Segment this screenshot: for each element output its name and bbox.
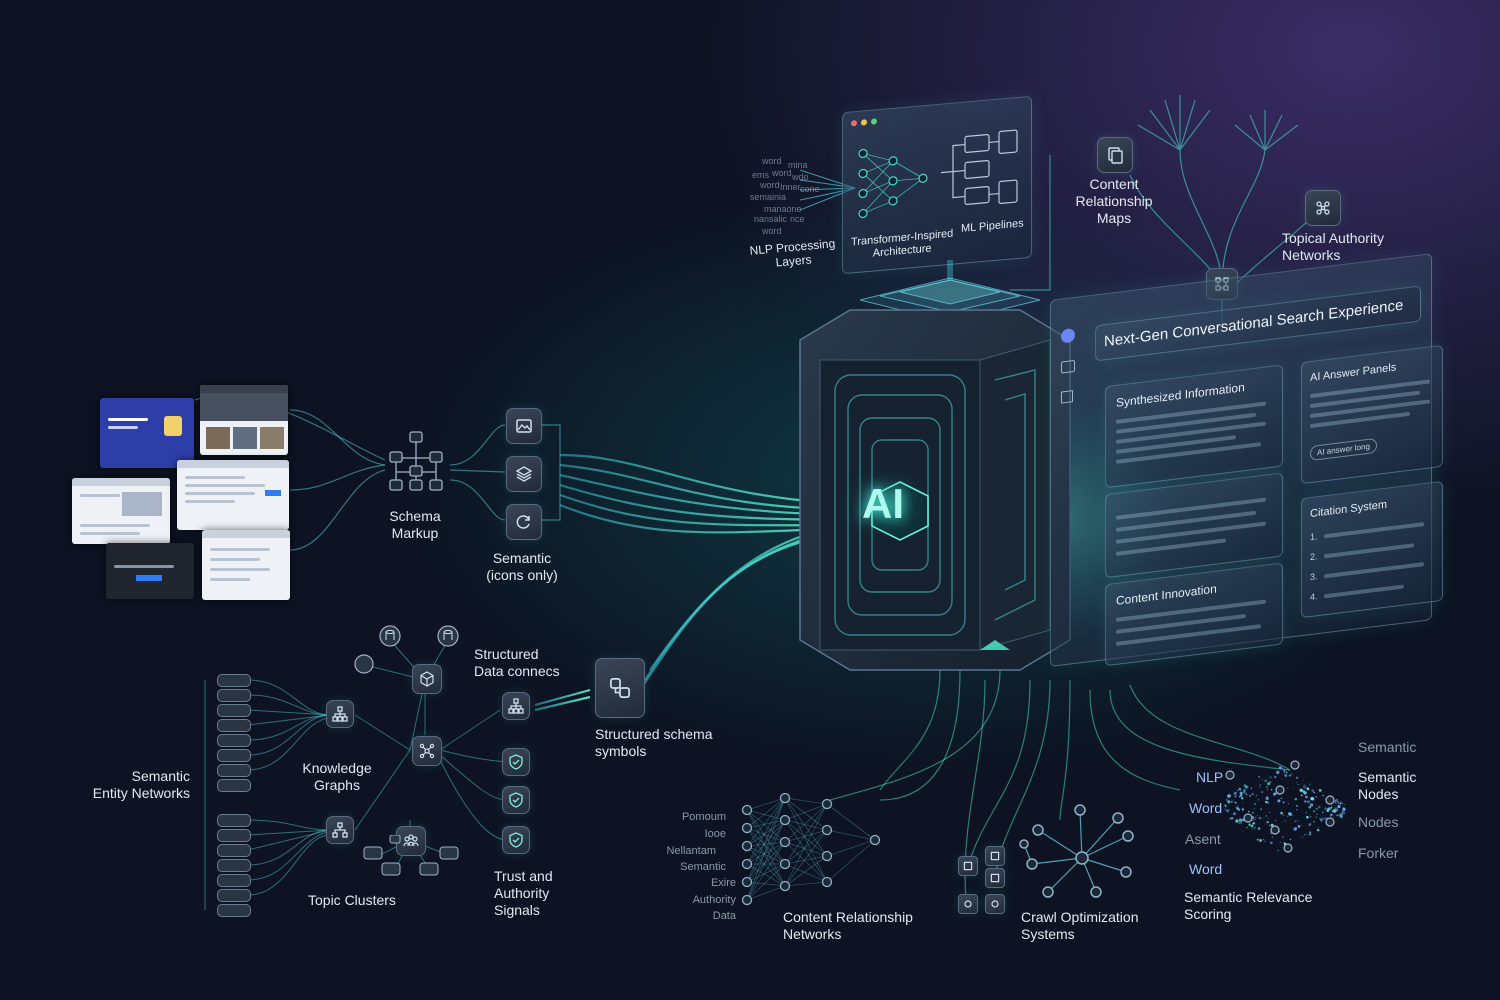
ai-answer-title: AI Answer Panels xyxy=(1310,361,1397,385)
citation-title: Citation System xyxy=(1310,498,1388,521)
ai-core-cube xyxy=(799,309,1071,671)
entity-bar xyxy=(217,779,251,792)
user-icon xyxy=(1061,327,1075,344)
middle-card xyxy=(1105,472,1283,579)
conversational-search-panel: Next-Gen Conversational Search Experienc… xyxy=(1050,253,1443,667)
group-node-icon xyxy=(396,826,426,856)
nn-word-5: Authority xyxy=(692,894,736,906)
entity-bar xyxy=(217,859,251,872)
network-icon xyxy=(1305,190,1341,226)
ai-core-label: AI xyxy=(862,480,904,527)
shield-icon-3 xyxy=(502,826,530,854)
chat-icon xyxy=(1061,359,1075,374)
label-trust-authority: Trust and Authority Signals xyxy=(494,868,553,918)
crawl-icon-5 xyxy=(985,894,1005,914)
label-topical-authority: Topical Authority Networks xyxy=(1282,230,1384,263)
hierarchy-icon-structured xyxy=(502,692,530,720)
entity-bar xyxy=(217,719,251,732)
sem-left-word-2: Asent xyxy=(1185,831,1221,847)
nn-word-0: Pomoum xyxy=(681,811,726,823)
screenshot-6 xyxy=(202,530,290,600)
sem-left-word-0: NLP xyxy=(1196,769,1224,785)
transformer-window: Transformer-Inspired Architecture ML Pip… xyxy=(842,95,1032,275)
history-icon xyxy=(1061,390,1073,404)
crawl-icon-1 xyxy=(958,856,978,876)
label-schema-markup: Schema Markup xyxy=(389,508,441,541)
molecule-node-icon xyxy=(412,736,442,766)
ai-answer-tag[interactable]: AI answer long xyxy=(1310,437,1377,462)
image-icon xyxy=(506,408,542,444)
sem-right-word-2: Nodes xyxy=(1358,814,1399,830)
hierarchy-icon-knowledge xyxy=(326,700,354,728)
sem-right-word-0: Semantic xyxy=(1358,739,1417,755)
nn-word-1: Iooe xyxy=(704,828,726,840)
refresh-icon xyxy=(506,504,542,540)
entity-bar xyxy=(217,674,251,687)
sem-right-word-3: Forker xyxy=(1358,845,1399,861)
database-nodes xyxy=(354,625,459,674)
screenshot-5 xyxy=(106,543,194,599)
sem-left-word-1: Word xyxy=(1189,800,1223,816)
crawl-icon-3 xyxy=(985,868,1005,888)
label-semantic-icons: Semantic (icons only) xyxy=(486,550,558,583)
sem-right-word-1: Semantic Nodes xyxy=(1358,769,1417,802)
nn-word-6: Data xyxy=(712,910,736,922)
screenshot-1 xyxy=(100,398,194,468)
label-content-relationship-networks: Content Relationship Networks xyxy=(783,909,913,942)
label-transformer: Transformer-Inspired Architecture xyxy=(851,227,954,260)
cube-node-icon xyxy=(412,664,442,694)
entity-bar xyxy=(217,829,251,842)
entity-bar xyxy=(217,874,251,887)
label-ml-pipelines: ML Pipelines xyxy=(961,217,1024,235)
label-content-relationship-maps: Content Relationship Maps xyxy=(1075,176,1153,226)
label-structured-data: Structured Data connecs xyxy=(474,646,560,679)
nn-word-4: Exire xyxy=(710,877,736,889)
topic-cluster-boxes xyxy=(363,835,459,876)
label-knowledge-graphs: Knowledge Graphs xyxy=(302,760,372,793)
label-semantic-relevance: Semantic Relevance Scoring xyxy=(1184,889,1313,922)
neural-network-bottom xyxy=(741,792,881,906)
crawl-network xyxy=(1019,804,1134,898)
content-innovation-title: Content Innovation xyxy=(1116,581,1217,608)
label-semantic-entity-networks: Semantic Entity Networks xyxy=(92,768,190,801)
crawl-icon-4 xyxy=(958,894,978,914)
crawl-icon-2 xyxy=(985,846,1005,866)
ai-answer-panel: AI Answer Panels AI answer long xyxy=(1301,344,1443,485)
sem-left-word-3: Word xyxy=(1189,861,1223,877)
pipeline-icon xyxy=(941,129,1018,205)
entity-bar xyxy=(217,814,251,827)
screenshot-3 xyxy=(72,478,170,544)
neural-network-icon xyxy=(858,148,928,219)
synthesized-info-card: Synthesized Information xyxy=(1105,364,1283,489)
hierarchy-icon-topics xyxy=(326,816,354,844)
citation-system-panel: Citation System 1. 2. 3. 4. xyxy=(1301,480,1443,619)
entity-bar xyxy=(217,704,251,717)
search-panel-title: Next-Gen Conversational Search Experienc… xyxy=(1104,296,1404,351)
screenshot-4 xyxy=(177,460,289,530)
entity-bar xyxy=(217,844,251,857)
entity-bar xyxy=(217,764,251,777)
entity-bar xyxy=(217,689,251,702)
shield-icon-2 xyxy=(502,786,530,814)
search-title-bar: Next-Gen Conversational Search Experienc… xyxy=(1095,285,1421,362)
label-structured-schema: Structured schema symbols xyxy=(595,726,713,759)
entity-bar xyxy=(217,734,251,747)
shield-icon-1 xyxy=(502,748,530,776)
nn-word-3: Semantic xyxy=(680,861,726,873)
documents-icon xyxy=(1097,137,1133,173)
layers-icon xyxy=(506,456,542,492)
structured-schema-icon xyxy=(595,658,645,718)
screenshot-2 xyxy=(200,385,288,455)
label-crawl-optimization: Crawl Optimization Systems xyxy=(1021,909,1139,942)
label-topic-clusters: Topic Clusters xyxy=(308,892,396,908)
entity-bar xyxy=(217,904,251,917)
schema-markup-graph xyxy=(389,431,443,491)
entity-bar xyxy=(217,889,251,902)
entity-bar xyxy=(217,749,251,762)
nn-word-2: Nellantam xyxy=(666,845,716,857)
